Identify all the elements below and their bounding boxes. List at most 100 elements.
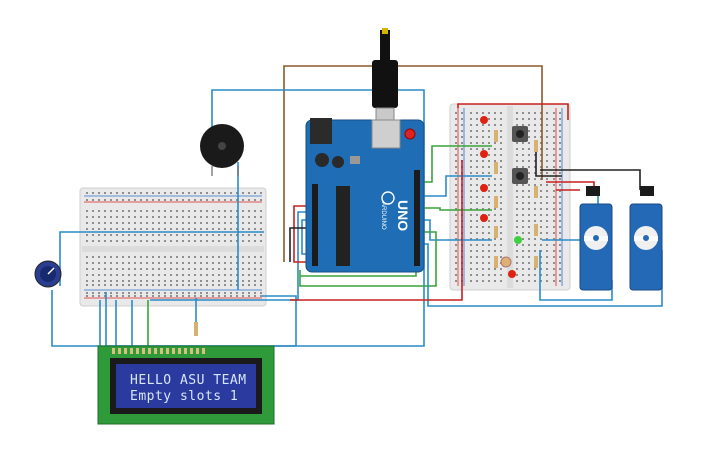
breadboard-hole xyxy=(516,166,518,168)
breadboard-hole xyxy=(122,234,124,236)
breadboard-hole xyxy=(92,240,94,242)
lcd-module[interactable]: HELLO ASU TEAM Empty slots 1 xyxy=(97,345,275,425)
breadboard-hole xyxy=(236,228,238,230)
breadboard-hole xyxy=(92,210,94,212)
piezo-buzzer[interactable] xyxy=(200,124,244,176)
breadboard-hole xyxy=(116,240,118,242)
breadboard-hole xyxy=(140,295,142,297)
breadboard-hole xyxy=(242,295,244,297)
breadboard-hole xyxy=(110,199,112,201)
breadboard-hole xyxy=(200,274,202,276)
breadboard-hole xyxy=(110,222,112,224)
breadboard-hole xyxy=(522,196,524,198)
breadboard-hole xyxy=(553,196,555,198)
breadboard-hole xyxy=(98,240,100,242)
breadboard-hole xyxy=(200,268,202,270)
breadboard-hole xyxy=(559,118,561,120)
breadboard-hole xyxy=(482,250,484,252)
breadboard-hole xyxy=(455,160,457,162)
breadboard-hole xyxy=(128,280,130,282)
breadboard-hole xyxy=(553,136,555,138)
breadboard-hole xyxy=(516,214,518,216)
breadboard-hole xyxy=(146,284,148,286)
breadboard-hole xyxy=(470,172,472,174)
breadboard-hole xyxy=(248,210,250,212)
breadboard-hole xyxy=(540,148,542,150)
breadboard-hole xyxy=(470,184,472,186)
breadboard-hole xyxy=(98,222,100,224)
right-breadboard[interactable] xyxy=(449,103,571,291)
breadboard-hole xyxy=(140,199,142,201)
breadboard-hole xyxy=(236,292,238,294)
breadboard-hole xyxy=(248,292,250,294)
breadboard-hole xyxy=(516,196,518,198)
breadboard-hole xyxy=(559,232,561,234)
lcd-line-1: HELLO ASU TEAM xyxy=(130,373,247,388)
breadboard-hole xyxy=(182,280,184,282)
breadboard-hole xyxy=(146,228,148,230)
breadboard-hole xyxy=(559,208,561,210)
breadboard-hole xyxy=(206,216,208,218)
breadboard-hole xyxy=(553,148,555,150)
breadboard-hole xyxy=(188,199,190,201)
potentiometer-knob[interactable] xyxy=(34,260,62,288)
reset-button[interactable] xyxy=(404,128,416,140)
breadboard-hole xyxy=(540,190,542,192)
breadboard-hole xyxy=(206,274,208,276)
breadboard-hole xyxy=(534,274,536,276)
breadboard-hole xyxy=(488,202,490,204)
breadboard-hole xyxy=(559,130,561,132)
right-board-components xyxy=(194,116,538,336)
breadboard-hole xyxy=(170,210,172,212)
breadboard-hole xyxy=(116,274,118,276)
left-breadboard[interactable] xyxy=(79,187,267,307)
breadboard-hole xyxy=(98,228,100,230)
breadboard-hole xyxy=(528,124,530,126)
breadboard-hole xyxy=(116,280,118,282)
breadboard-hole xyxy=(230,295,232,297)
breadboard-hole xyxy=(86,284,88,286)
breadboard-hole xyxy=(248,199,250,201)
breadboard-hole xyxy=(470,238,472,240)
breadboard-hole xyxy=(230,192,232,194)
breadboard-hole xyxy=(540,250,542,252)
breadboard-hole xyxy=(455,172,457,174)
breadboard-hole xyxy=(455,112,457,114)
breadboard-hole xyxy=(176,268,178,270)
breadboard-hole xyxy=(200,222,202,224)
breadboard-hole xyxy=(500,154,502,156)
breadboard-hole xyxy=(522,256,524,258)
breadboard-hole xyxy=(476,196,478,198)
breadboard-hole xyxy=(194,199,196,201)
breadboard-hole xyxy=(236,284,238,286)
breadboard-hole xyxy=(546,196,548,198)
breadboard-hole xyxy=(194,280,196,282)
breadboard-hole xyxy=(182,234,184,236)
right-breadboard-holes xyxy=(455,112,561,282)
led-red-3 xyxy=(480,184,488,192)
breadboard-hole xyxy=(476,178,478,180)
breadboard-hole xyxy=(92,295,94,297)
breadboard-hole xyxy=(104,222,106,224)
breadboard-hole xyxy=(182,256,184,258)
breadboard-hole xyxy=(528,160,530,162)
servo-motor-2[interactable] xyxy=(629,186,663,291)
breadboard-hole xyxy=(488,154,490,156)
breadboard-hole xyxy=(200,216,202,218)
breadboard-hole xyxy=(194,292,196,294)
breadboard-hole xyxy=(482,256,484,258)
servo-motor-1[interactable] xyxy=(579,186,613,291)
breadboard-hole xyxy=(158,222,160,224)
breadboard-hole xyxy=(559,196,561,198)
arduino-uno-board[interactable]: UNO ARDUINO xyxy=(305,118,425,273)
breadboard-hole xyxy=(476,166,478,168)
breadboard-hole xyxy=(230,222,232,224)
breadboard-hole xyxy=(476,256,478,258)
breadboard-hole xyxy=(500,160,502,162)
breadboard-hole xyxy=(170,234,172,236)
breadboard-hole xyxy=(104,262,106,264)
breadboard-hole xyxy=(176,256,178,258)
breadboard-hole xyxy=(86,222,88,224)
breadboard-hole xyxy=(176,234,178,236)
breadboard-hole xyxy=(546,130,548,132)
